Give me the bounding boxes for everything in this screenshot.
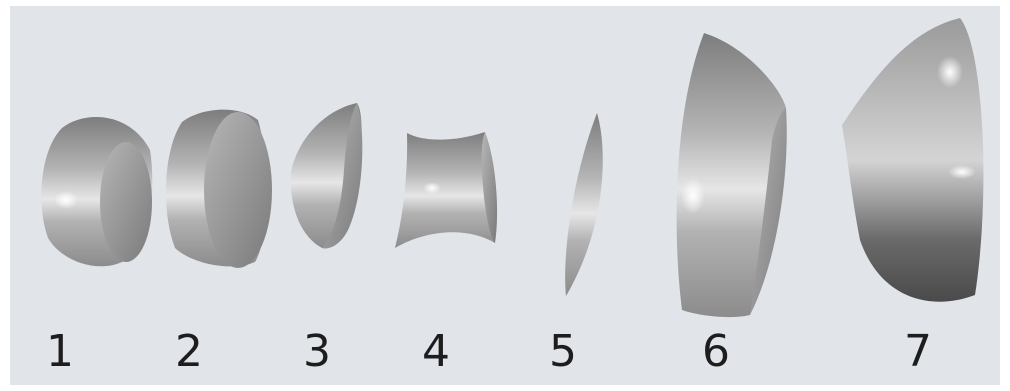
lens-shape-3 xyxy=(290,103,363,249)
shape-label-4: 4 xyxy=(422,326,450,377)
lens-shape-7 xyxy=(842,18,984,302)
lens-shape-1 xyxy=(41,117,153,267)
shape-label-2: 2 xyxy=(175,326,203,377)
lens-shape-4 xyxy=(395,132,498,248)
shape-label-3: 3 xyxy=(303,326,331,377)
lens-shape-2 xyxy=(165,109,272,268)
lens-shape-5 xyxy=(565,113,603,296)
shape-label-1: 1 xyxy=(46,326,74,377)
shape-label-6: 6 xyxy=(702,326,730,377)
shape-label-5: 5 xyxy=(549,326,577,377)
shape-label-7: 7 xyxy=(904,326,932,377)
lens-shape-6 xyxy=(676,33,787,318)
